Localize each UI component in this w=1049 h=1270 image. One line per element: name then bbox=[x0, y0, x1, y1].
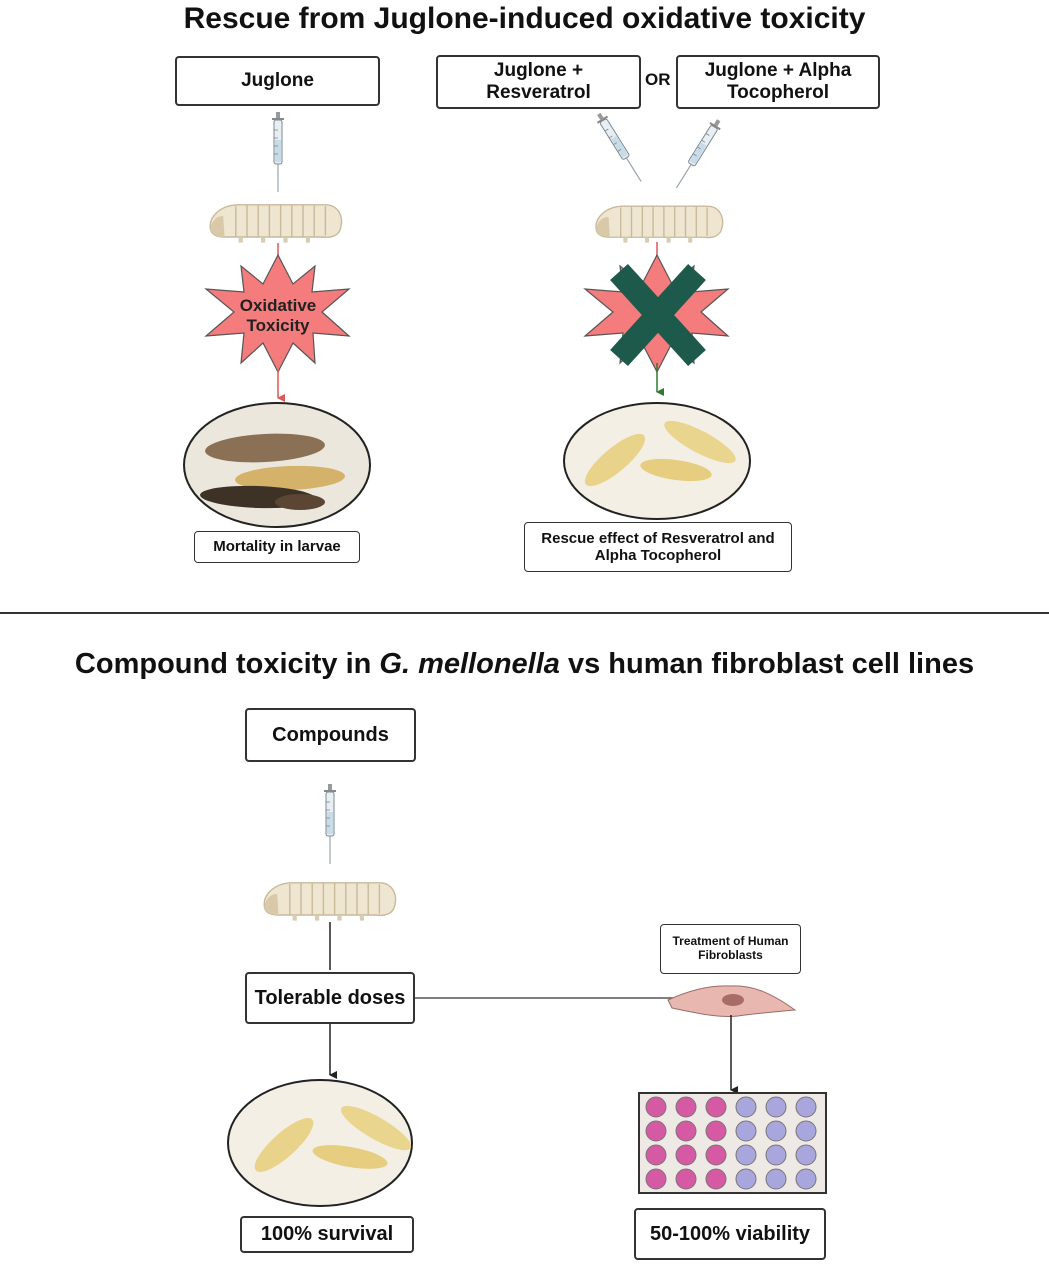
viability-label: 50-100% viability bbox=[649, 1222, 811, 1245]
well bbox=[795, 1144, 817, 1166]
fibroblast-icon bbox=[667, 985, 797, 1017]
section2-title-post: vs human fibroblast cell lines bbox=[559, 648, 975, 680]
mortality-box: Mortality in larvae bbox=[194, 531, 360, 563]
juglone-box: Juglone bbox=[175, 56, 380, 106]
larva-icon-compounds bbox=[263, 882, 397, 922]
well bbox=[765, 1096, 787, 1118]
well bbox=[735, 1144, 757, 1166]
well bbox=[795, 1168, 817, 1190]
well bbox=[675, 1120, 697, 1142]
syringe-icon-resveratrol bbox=[593, 109, 647, 186]
juglone-tocopherol-box: Juglone + Alpha Tocopherol bbox=[676, 55, 880, 109]
well bbox=[735, 1168, 757, 1190]
photo-live-larvae bbox=[563, 402, 751, 520]
photo-survival-larvae bbox=[227, 1079, 413, 1207]
well bbox=[675, 1168, 697, 1190]
well bbox=[705, 1144, 727, 1166]
tolerable-doses-label: Tolerable doses bbox=[254, 986, 406, 1009]
well bbox=[675, 1096, 697, 1118]
section-divider bbox=[0, 612, 1049, 614]
compounds-box: Compounds bbox=[245, 708, 416, 762]
well bbox=[705, 1168, 727, 1190]
well bbox=[705, 1120, 727, 1142]
well bbox=[795, 1120, 817, 1142]
fibroblast-treatment-label: Treatment of Human Fibroblasts bbox=[672, 934, 789, 962]
section2-title: Compound toxicity in G. mellonella vs hu… bbox=[0, 648, 1049, 681]
larva-icon-left bbox=[209, 204, 343, 244]
well bbox=[675, 1144, 697, 1166]
well bbox=[795, 1096, 817, 1118]
fibroblast-treatment-box: Treatment of Human Fibroblasts bbox=[660, 924, 801, 974]
syringe-icon-tocopherol bbox=[670, 116, 725, 192]
juglone-resveratrol-box: Juglone + Resveratrol bbox=[436, 55, 641, 109]
well bbox=[645, 1120, 667, 1142]
well-plate bbox=[638, 1092, 827, 1194]
well bbox=[765, 1168, 787, 1190]
juglone-resveratrol-label: Juglone + Resveratrol bbox=[486, 60, 591, 103]
well bbox=[735, 1120, 757, 1142]
section2-title-species: G. mellonella bbox=[379, 648, 560, 680]
well bbox=[765, 1144, 787, 1166]
well bbox=[645, 1168, 667, 1190]
well bbox=[735, 1096, 757, 1118]
well bbox=[765, 1120, 787, 1142]
larva-icon-right bbox=[595, 205, 724, 244]
syringe-icon-compounds bbox=[323, 783, 337, 865]
tolerable-doses-box: Tolerable doses bbox=[245, 972, 415, 1024]
star-label-left: Oxidative Toxicity bbox=[239, 296, 317, 336]
syringe-icon-left bbox=[271, 112, 285, 192]
well bbox=[645, 1096, 667, 1118]
rescue-box: Rescue effect of Resveratrol and Alpha T… bbox=[524, 522, 792, 572]
well bbox=[645, 1144, 667, 1166]
photo-dead-larvae bbox=[183, 402, 371, 528]
well bbox=[705, 1096, 727, 1118]
survival-box: 100% survival bbox=[240, 1216, 414, 1253]
juglone-tocopherol-label: Juglone + Alpha Tocopherol bbox=[704, 60, 852, 103]
juglone-label: Juglone bbox=[241, 70, 314, 92]
viability-box: 50-100% viability bbox=[634, 1208, 826, 1260]
cross-icon bbox=[610, 263, 706, 367]
rescue-label: Rescue effect of Resveratrol and Alpha T… bbox=[541, 529, 775, 564]
section2-title-pre: Compound toxicity in bbox=[74, 648, 380, 680]
compounds-label: Compounds bbox=[272, 723, 389, 746]
survival-label: 100% survival bbox=[260, 1223, 394, 1245]
section1-title: Rescue from Juglone-induced oxidative to… bbox=[183, 2, 866, 35]
mortality-label: Mortality in larvae bbox=[213, 538, 341, 556]
or-label: OR bbox=[645, 70, 671, 89]
